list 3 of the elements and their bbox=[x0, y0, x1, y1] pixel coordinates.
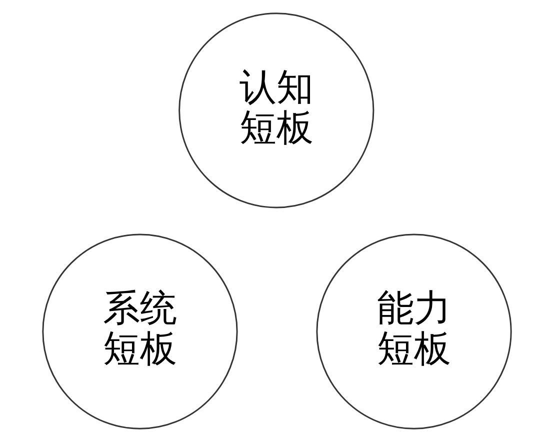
node-circle: 能力短板 bbox=[316, 234, 512, 430]
node-circle: 认知短板 bbox=[178, 12, 374, 208]
node-circle: 系统短板 bbox=[42, 234, 238, 430]
